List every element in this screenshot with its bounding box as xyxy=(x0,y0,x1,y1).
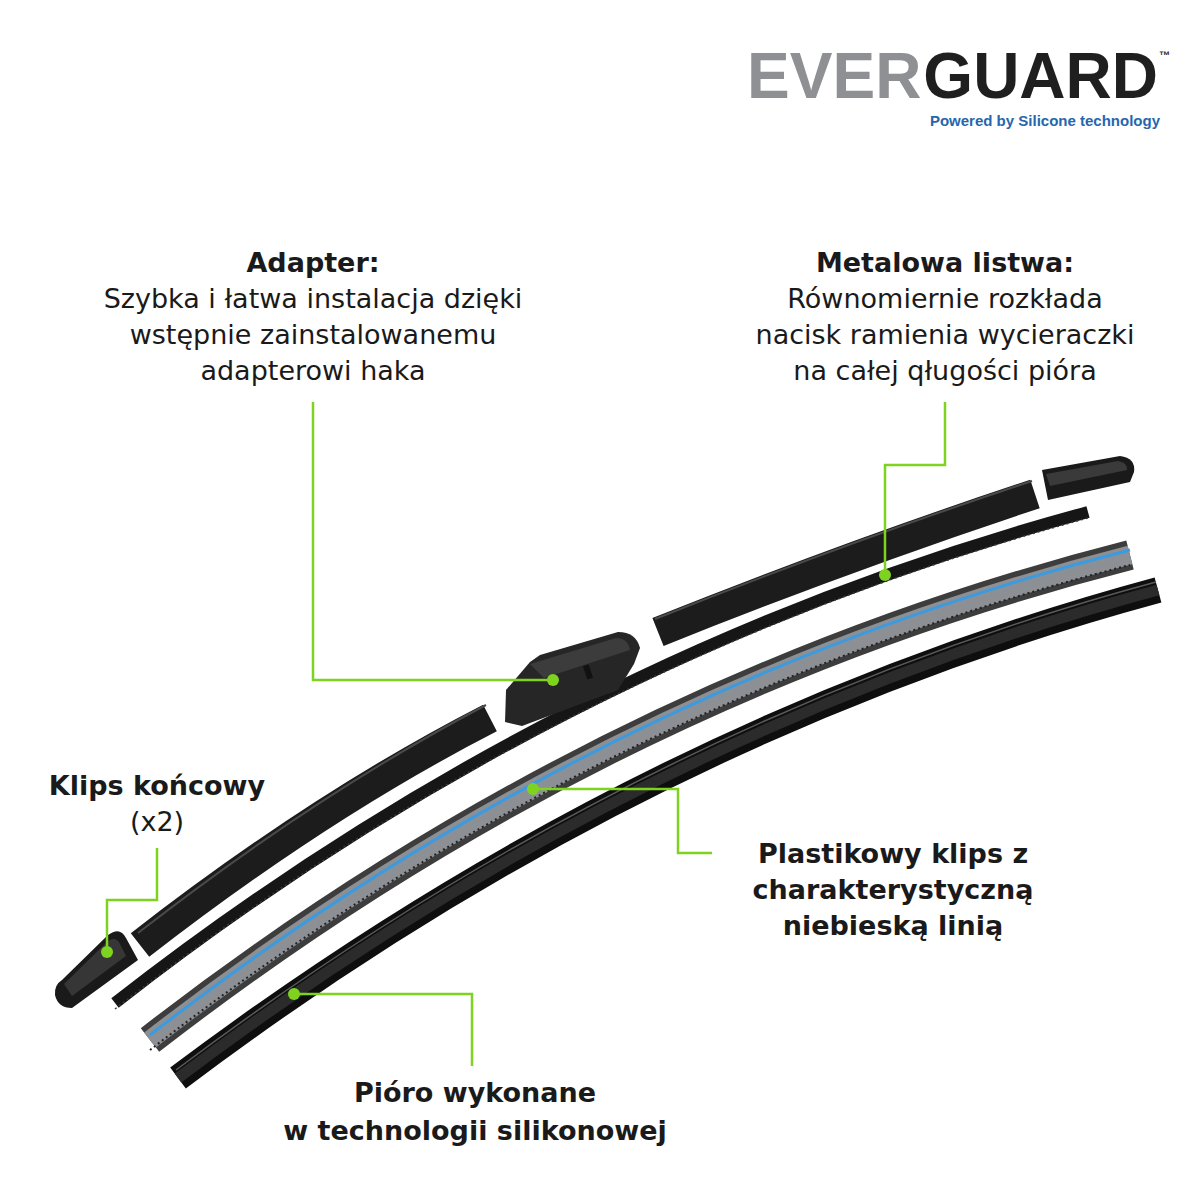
leader-line xyxy=(533,789,712,853)
plastic-clip-face xyxy=(150,555,1130,1040)
plastic-clip xyxy=(150,555,1130,1040)
end-clip xyxy=(1042,456,1134,500)
cover-edge xyxy=(138,705,486,933)
logo-ever: EVER xyxy=(747,44,921,108)
trademark: ™ xyxy=(1159,50,1170,61)
metal-strip-texture xyxy=(115,518,1088,1009)
adapter-slot xyxy=(583,664,593,679)
logo-tagline: Powered by Silicone technology xyxy=(930,112,1160,130)
leader-dot xyxy=(879,569,891,581)
blue-line xyxy=(150,550,1130,1035)
callout-text: Szybka i łatwa instalacja dzięki wstępni… xyxy=(104,281,523,389)
adapter-face xyxy=(530,638,630,678)
leader-dot xyxy=(101,946,113,958)
callout-title: Plastikowy klips z charakterystyczną nie… xyxy=(753,836,1034,944)
leader-dot xyxy=(547,674,559,686)
callout-text: Równomiernie rozkłada nacisk ramienia wy… xyxy=(756,281,1135,389)
plastic-clip-teeth xyxy=(150,565,1130,1050)
cover-edge xyxy=(655,481,1032,619)
leader-dot xyxy=(288,988,300,1000)
leader-line xyxy=(294,994,472,1066)
callout-title: Metalowa listwa: xyxy=(816,245,1074,281)
leader-line xyxy=(885,402,945,575)
callout-title: Pióro wykonane w technologii silikonowej xyxy=(283,1074,667,1150)
end-clip-face xyxy=(64,939,126,996)
leader-lines xyxy=(107,402,945,1066)
callout-title: Adapter: xyxy=(246,245,379,281)
callout-count: (x2) xyxy=(130,804,184,840)
callout-title: Klips końcowy xyxy=(49,768,265,804)
end-clip-face xyxy=(1046,461,1127,486)
leader-dot xyxy=(527,783,539,795)
end-clip xyxy=(55,931,138,1008)
leader-line xyxy=(107,848,157,952)
metal-strip xyxy=(115,512,1088,1003)
logo-guard: GUARD xyxy=(923,44,1158,108)
cover-segment xyxy=(140,718,490,945)
leader-line xyxy=(313,402,553,680)
cover-segment xyxy=(658,494,1035,632)
